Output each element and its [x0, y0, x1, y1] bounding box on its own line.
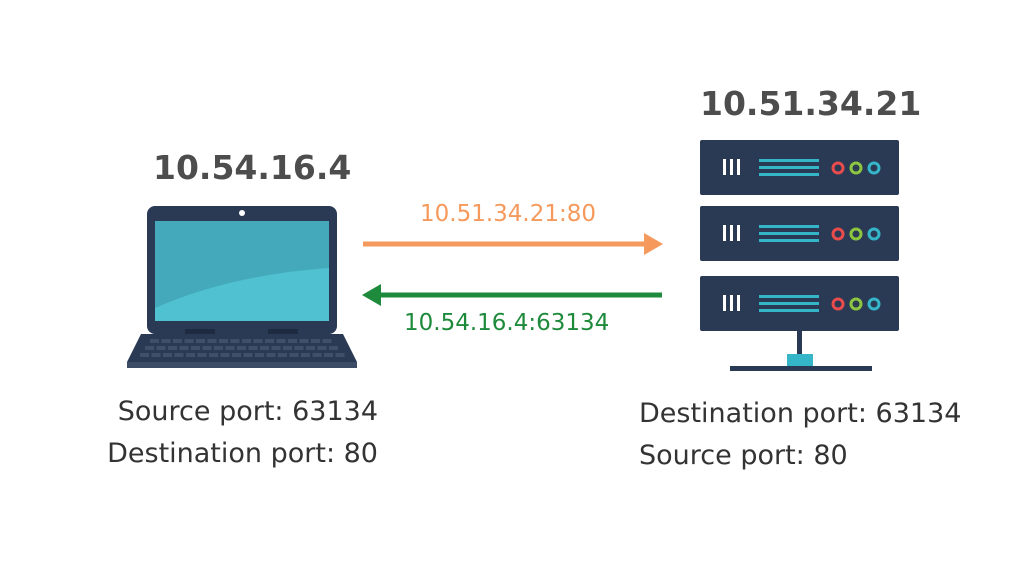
server-ports-block: Destination port: 63134 Source port: 80	[639, 393, 961, 477]
keyboard-key	[145, 346, 154, 350]
response-arrow	[362, 284, 662, 306]
keyboard-key	[207, 339, 217, 343]
keyboard-key	[184, 339, 194, 343]
keyboard-key	[312, 353, 322, 357]
keyboard-key	[173, 339, 182, 343]
keyboard-key	[214, 346, 223, 350]
keyboard-key	[289, 353, 299, 357]
keyboard-key	[311, 339, 320, 343]
keyboard-key	[255, 353, 264, 357]
keyboard-key	[266, 353, 276, 357]
laptop-icon	[127, 206, 357, 368]
keyboard-key	[253, 339, 263, 343]
keyboard-key	[278, 353, 287, 357]
keyboard-key	[317, 346, 327, 350]
keyboard-key	[324, 353, 333, 357]
keyboard-key	[260, 346, 269, 350]
keyboard-key	[191, 346, 200, 350]
keyboard-key	[243, 353, 253, 357]
keyboard-key	[220, 353, 230, 357]
keyboard-key	[242, 339, 251, 343]
keyboard-key	[150, 339, 159, 343]
keyboard-key	[163, 353, 172, 357]
keyboard-key	[322, 339, 332, 343]
keyboard-key	[186, 353, 195, 357]
client-destination-port: Destination port: 80	[107, 438, 378, 469]
keyboard-key	[294, 346, 304, 350]
server-unit	[700, 276, 899, 331]
server-source-port: Source port: 80	[639, 440, 848, 471]
client-ip-label: 10.54.16.4	[153, 148, 352, 187]
response-address-label: 10.54.16.4:63134	[404, 310, 610, 336]
keyboard-key	[140, 353, 149, 357]
keyboard-key	[156, 346, 166, 350]
server-unit	[700, 206, 899, 261]
keyboard-key	[248, 346, 258, 350]
server-unit	[700, 140, 899, 195]
keyboard-key	[288, 339, 297, 343]
keyboard-key	[196, 339, 205, 343]
keyboard-key	[301, 353, 310, 357]
keyboard-key	[230, 339, 240, 343]
keyboard-key	[335, 353, 345, 357]
keyboard-key	[265, 339, 274, 343]
server-destination-port: Destination port: 63134	[639, 398, 962, 429]
keyboard-key	[306, 346, 315, 350]
keyboard-key	[271, 346, 281, 350]
server-ip-label: 10.51.34.21	[700, 84, 922, 123]
keyboard-key	[237, 346, 246, 350]
keyboard-key	[179, 346, 189, 350]
keyboard-key	[168, 346, 177, 350]
keyboard-key	[197, 353, 207, 357]
keyboard-key	[232, 353, 241, 357]
keyboard-key	[225, 346, 235, 350]
keyboard-key	[329, 346, 338, 350]
keyboard-key	[202, 346, 212, 350]
request-address-label: 10.51.34.21:80	[420, 201, 597, 227]
request-arrow	[363, 233, 663, 255]
keyboard-key	[161, 339, 171, 343]
client-ports-block: Source port: 63134 Destination port: 80	[107, 391, 378, 475]
keyboard-key	[151, 353, 161, 357]
keyboard-key	[174, 353, 184, 357]
keyboard-key	[299, 339, 309, 343]
server-icon	[700, 140, 899, 371]
keyboard-key	[219, 339, 228, 343]
keyboard-key	[283, 346, 292, 350]
client-source-port: Source port: 63134	[117, 396, 378, 427]
keyboard-key	[276, 339, 286, 343]
keyboard-key	[209, 353, 218, 357]
